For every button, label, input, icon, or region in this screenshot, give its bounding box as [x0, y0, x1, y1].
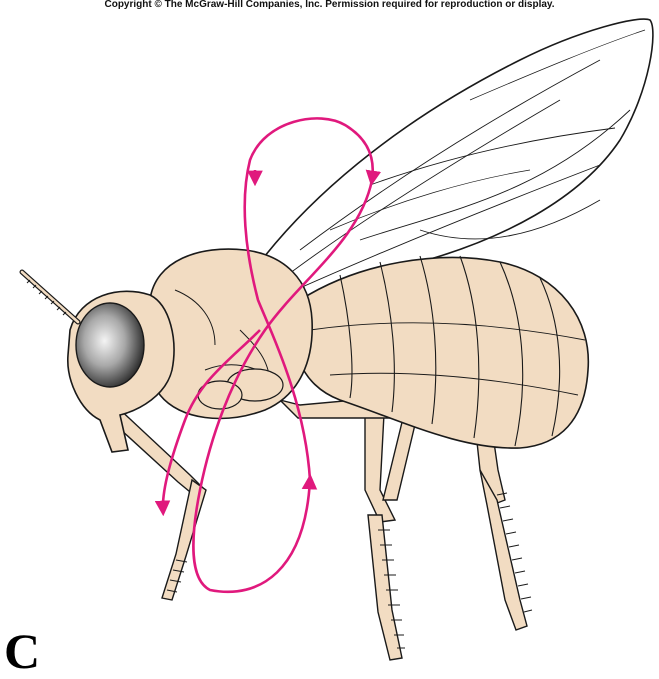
- abdomen-icon: [294, 256, 588, 448]
- compound-eye-icon: [76, 303, 144, 387]
- antenna-icon: [22, 272, 78, 322]
- panel-label: C: [4, 626, 40, 676]
